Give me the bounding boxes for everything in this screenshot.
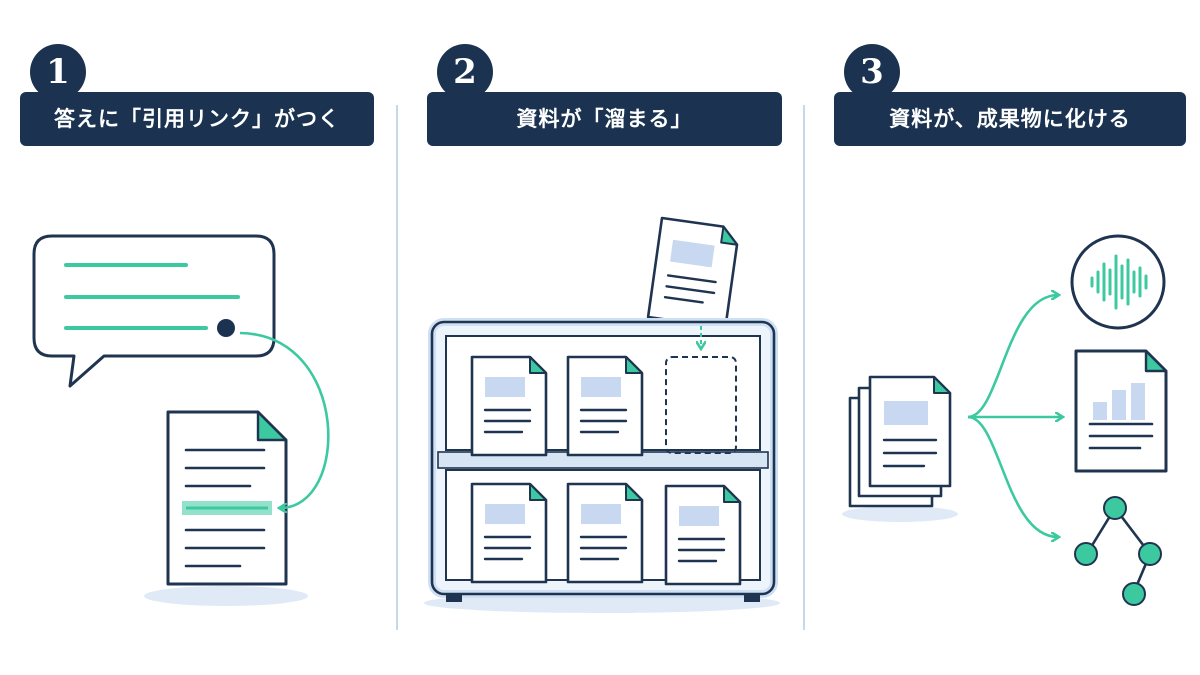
document-shadow (144, 586, 308, 606)
stack-shadow (842, 506, 958, 522)
shelf-document-4 (566, 482, 644, 584)
audio-waveform-icon (1070, 234, 1166, 330)
shelf-document-2 (566, 355, 644, 457)
bar-chart-document-icon (1074, 349, 1168, 473)
tree-diagram-icon (1074, 496, 1162, 606)
step-3-number: 3 (844, 44, 900, 100)
shelf-document-1 (470, 355, 548, 457)
branch-arrows-icon (967, 295, 1062, 537)
chat-bubble-icon (32, 234, 276, 388)
document-stack-icon (848, 375, 952, 508)
step-2-title: 資料が「溜まる」 (427, 92, 782, 146)
citation-dot-icon (217, 319, 235, 337)
document-icon (166, 410, 288, 586)
shelf-document-5 (664, 484, 742, 586)
divider-1-2 (396, 105, 398, 630)
link-arrow-icon (239, 331, 330, 508)
shelf-document-3 (470, 482, 548, 584)
step-3-title: 資料が、成果物に化ける (834, 92, 1186, 146)
step-2-number: 2 (437, 44, 493, 100)
step-1-number: 1 (30, 44, 86, 100)
step-1-title: 答えに「引用リンク」がつく (20, 92, 374, 146)
falling-document-icon (646, 216, 739, 330)
divider-2-3 (803, 105, 805, 630)
